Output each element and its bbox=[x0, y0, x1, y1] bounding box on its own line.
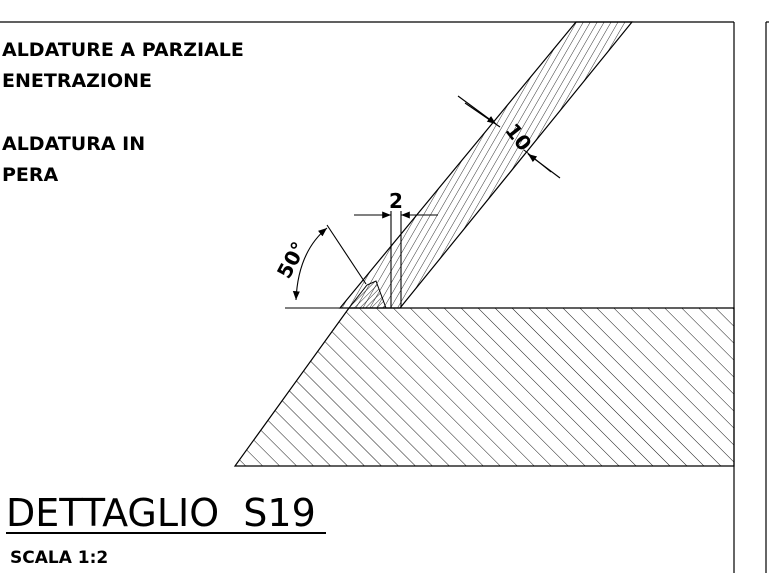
detail-title: DETTAGLIO S19 bbox=[6, 491, 316, 535]
base-plate bbox=[233, 307, 735, 467]
thickness-dimension bbox=[457, 95, 561, 179]
note-partial-penetration-line1: ALDATURE A PARZIALE bbox=[2, 39, 244, 61]
root-gap-dimension bbox=[354, 211, 438, 308]
bevel-angle-dimension bbox=[285, 224, 367, 309]
scale-label: SCALA 1:2 bbox=[10, 548, 108, 568]
root-gap-label: 2 bbox=[389, 189, 403, 213]
note-partial-penetration-line2: ENETRAZIONE bbox=[2, 70, 152, 92]
weld-bead bbox=[347, 280, 387, 309]
note-site-weld-line2: PERA bbox=[2, 164, 59, 186]
note-site-weld-line1: ALDATURA IN bbox=[2, 133, 145, 155]
bevel-angle-label: 50° bbox=[272, 238, 311, 283]
inclined-plate bbox=[338, 21, 634, 309]
